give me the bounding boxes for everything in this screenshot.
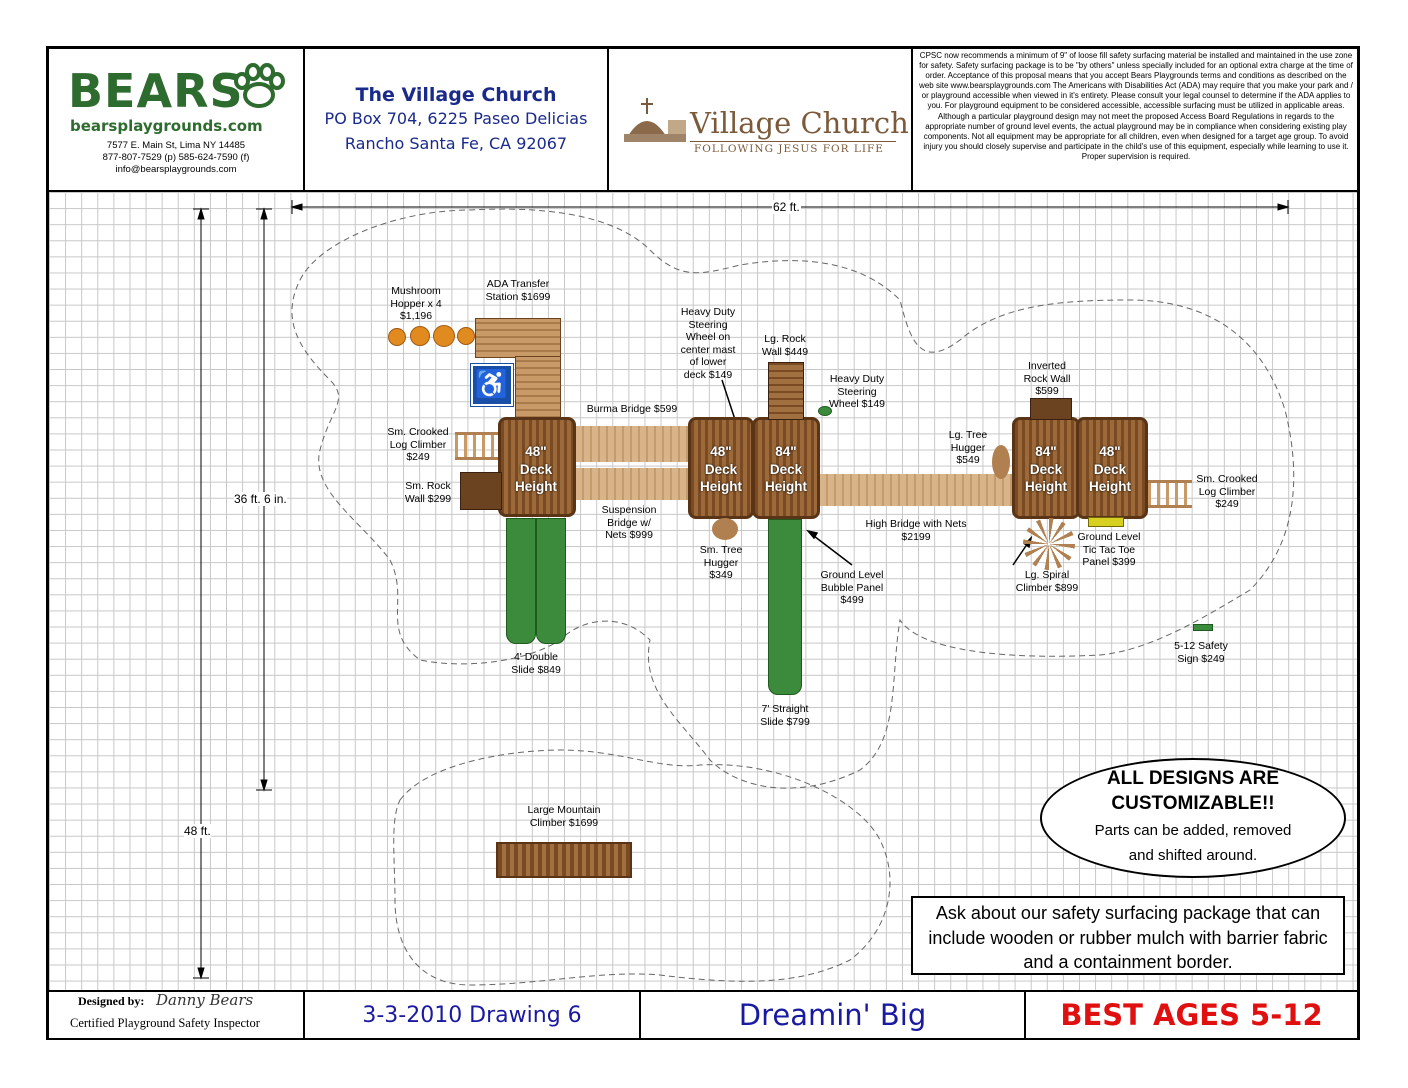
tic-tac-toe-panel [1088,517,1124,527]
dimension-depth: 36 ft. 6 in. [234,492,287,506]
small-tree-hugger [712,518,738,540]
paw-print-icon [234,63,285,108]
label-tic-tac-toe: Ground Level Tic Tac Toe Panel $399 [1077,531,1141,568]
crooked-log-climber-left [455,432,498,460]
page-frame [46,46,1360,1040]
mushroom-hopper [388,328,406,346]
footer-bg [49,992,1357,1038]
header-sep-2 [607,49,609,191]
label-bubble-panel: Ground Level Bubble Panel $499 [820,569,884,606]
straight-slide [768,519,802,695]
label-crooked-log-left: Sm. Crooked Log Climber $249 [387,426,449,463]
designed-by-label: Designed by: [78,994,145,1008]
disclaimer-text: CPSC now recommends a minimum of 9" of l… [919,51,1353,161]
label-straight-slide: 7' Straight Slide $799 [760,703,810,728]
bears-email: info@bearsplaygrounds.com [115,164,237,175]
label-small-rock-wall: Sm. Rock Wall $299 [404,480,452,505]
footer-divider [49,990,1357,992]
label-inverted-rock-wall: Inverted Rock Wall $599 [1023,360,1071,397]
footer-sep-3 [1024,992,1026,1038]
callout-arrow-bubble [809,532,853,566]
church-logo-tagline: FOLLOWING JESUS FOR LIFE [694,143,884,155]
label-large-tree-hugger: Lg. Tree Hugger $549 [948,429,988,466]
safety-zone-mountain [393,749,891,986]
small-rock-wall [460,472,502,510]
designer-name: Danny Bears [156,991,254,1009]
layout-grid [49,192,1357,990]
age-range: BEST AGES 5-12 [1060,998,1323,1032]
mushroom-hopper [410,326,430,346]
mountain-climber [496,842,632,878]
label-steering-wheel-center: Heavy Duty Steering Wheel on center mast… [680,306,736,381]
client-address-2: Rancho Santa Fe, CA 92067 [344,134,568,153]
label-small-tree-hugger: Sm. Tree Hugger $349 [699,544,743,581]
label-crooked-log-right: Sm. Crooked Log Climber $249 [1196,473,1258,510]
footer-sep-2 [639,992,641,1038]
ada-transfer-platform [475,318,561,358]
label-suspension-bridge: Suspension Bridge w/ Nets $999 [601,504,657,541]
drawing-id: 3-3-2010 Drawing 6 [362,1002,582,1028]
label-steering-wheel: Heavy Duty Steering Wheel $149 [828,373,886,410]
church-logo-title: Village Church [690,106,909,140]
label-high-bridge: High Bridge with Nets $2199 [865,518,967,543]
bears-phones: 877-807-7529 (p) 585-624-7590 (f) [102,152,250,163]
church-dome-icon [624,98,686,142]
label-mushroom-hopper: Mushroom Hopper x 4 $1,196 [390,285,442,322]
spiral-climber [1023,518,1075,570]
large-rock-wall [768,362,804,420]
safety-zone-main [291,208,1295,789]
deck-1 [498,417,576,517]
label-burma-bridge: Burma Bridge $599 [586,403,678,415]
header-divider [49,190,1357,192]
dimension-zone: 48 ft. [184,824,211,838]
accessibility-icon: ♿ [470,363,514,407]
footer-sep-1 [303,992,305,1038]
mushroom-hopper [433,325,455,347]
client-address-1: PO Box 704, 6225 Paseo Delicias [324,109,588,128]
burma-bridge [576,426,688,462]
design-name: Dreamin' Big [738,998,927,1032]
bears-website: bearsplaygrounds.com [70,117,263,135]
bears-address: 7577 E. Main St, Lima NY 14485 [106,140,246,151]
label-spiral-climber: Lg. Spiral Climber $899 [1015,569,1079,594]
header-sep-3 [911,49,913,191]
bears-logo-text: BEARS [68,64,244,118]
large-tree-hugger [992,445,1010,479]
mushroom-hopper [457,327,475,345]
label-ada-transfer: ADA Transfer Station $1699 [485,278,551,303]
high-bridge [820,474,1012,506]
double-slide-left [506,518,536,644]
customizable-body: Parts can be added, removed and shifted … [1094,822,1292,864]
customizable-title: ALL DESIGNS ARE CUSTOMIZABLE!! [1106,768,1280,814]
steering-wheel [818,406,832,416]
inverted-rock-wall [1030,398,1072,420]
dimension-width: 62 ft. [772,200,801,214]
label-mountain-climber: Large Mountain Climber $1699 [527,804,601,829]
designer-credential: Certified Playground Safety Inspector [70,1016,260,1030]
double-slide-right [536,518,566,644]
bears-contact: 7577 E. Main St, Lima NY 14485 877-807-7… [60,140,292,176]
customizable-callout [1040,758,1346,878]
crooked-log-climber-right [1148,480,1192,508]
surfacing-callout: Ask about our safety surfacing package t… [911,896,1345,975]
suspension-bridge [576,468,688,500]
label-safety-sign: 5-12 Safety Sign $249 [1174,640,1228,665]
safety-sign [1193,624,1213,631]
client-name: The Village Church [355,84,557,106]
label-double-slide: 4' Double Slide $849 [511,651,561,676]
header-sep-1 [303,49,305,191]
ada-transfer-steps [515,356,561,424]
label-large-rock-wall: Lg. Rock Wall $449 [761,333,809,358]
